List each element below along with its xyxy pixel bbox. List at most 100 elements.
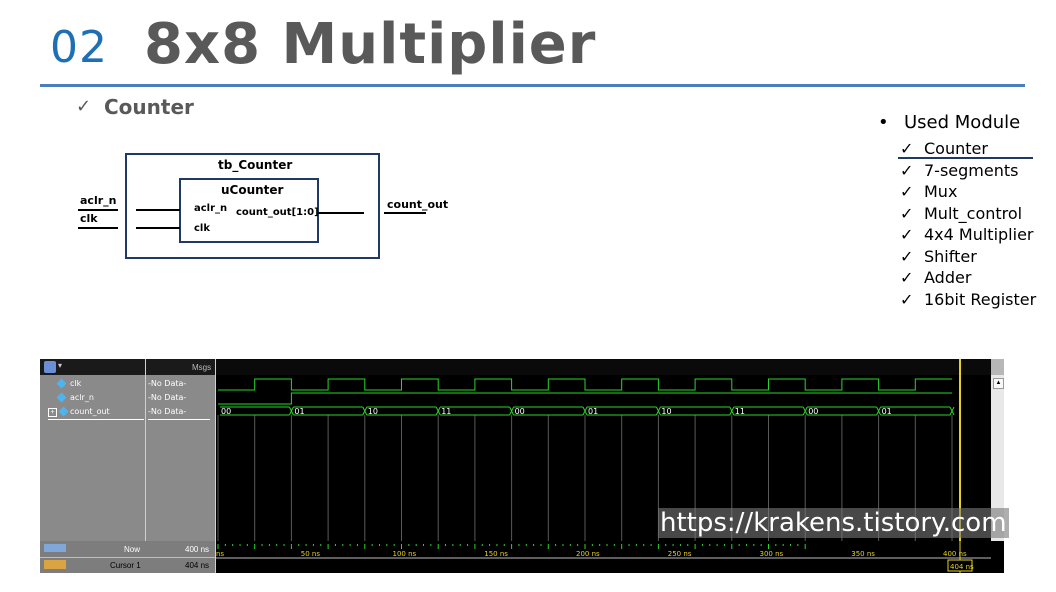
count-out-value: 01 [294,407,304,416]
check-icon: ✓ [900,204,914,223]
signal-value-count-out: -No Data- [148,407,187,416]
time-tick-label: 350 ns [851,550,875,558]
count-out-segment [880,406,955,416]
pane-divider[interactable] [145,359,146,573]
used-module-list: •Used Module ✓Counter ✓7-segments ✓Mux ✓… [878,112,1036,309]
module-item: ✓ Mult_control [900,204,1022,223]
expand-icon[interactable]: + [48,408,57,417]
time-tick-label: 250 ns [668,550,692,558]
cursor-value: 404 ns [185,561,210,570]
module-item: ✓ Shifter [900,247,977,266]
cursor-lock-icon[interactable] [44,560,66,569]
cursor-marker-label: 404 ns [950,563,974,571]
time-tick-label: 50 ns [301,550,321,558]
module-item-label: Adder [924,268,972,287]
input-port-clk: clk [80,212,98,225]
check-icon: ✓ [900,161,914,180]
count-out-value: 01 [588,407,598,416]
row-selection-line [48,419,144,420]
slide-title: 8x8 Multiplier [144,12,597,77]
time-tick-label: 200 ns [576,550,600,558]
count-out-segment [366,406,441,416]
row-selection-line [148,419,210,420]
cursor-marker-box [947,559,973,572]
module-item: ✓Adder [900,268,971,287]
count-out-value: 11 [735,407,745,416]
check-icon: ✓ [900,290,914,309]
used-module-heading: Used Module [904,112,1021,133]
time-start-label: ns [216,550,224,558]
zoom-icons[interactable] [44,544,66,552]
count-out-segment [733,406,808,416]
module-item: ✓Counter [900,139,988,158]
module-input-clk: clk [194,223,211,234]
count-out-segment [440,406,515,416]
cursor-track-background [216,557,1004,573]
cursor-label: Cursor 1 [110,561,141,570]
count-out-value: 00 [515,407,525,416]
count-out-value: 01 [882,407,892,416]
time-tick-label: 400 ns [943,550,967,558]
module-item-label: Mult_control [924,204,1023,223]
vertical-scrollbar[interactable] [991,375,1004,541]
count-out-segment [587,406,661,416]
clk-trace [218,378,952,391]
bullet-icon: • [878,112,889,133]
time-axis-background [216,541,1004,557]
title-divider [40,84,1025,87]
module-item-label: Counter [924,139,988,158]
count-out-value: 00 [808,407,818,416]
section-check-icon: ✓ [76,96,92,117]
wave-toolbar-icon[interactable] [44,361,56,373]
module-input-aclr-n: aclr_n [194,203,228,214]
now-value: 400 ns [185,545,210,554]
module-item-label: 4x4 Multiplier [924,225,1034,244]
output-port-count-out: count_out [387,198,449,211]
count-out-value: 00 [221,407,231,416]
count-out-segment [513,406,588,416]
wave-header-strip [216,359,991,375]
module-item-label: 16bit Register [924,290,1037,309]
msgs-column-header: Msgs [192,363,212,372]
signal-value-clk: -No Data- [148,379,187,388]
block-diagram-lines [78,153,426,259]
time-tick-label: 100 ns [393,550,417,558]
module-item: ✓Mux [900,182,957,201]
now-label: Now [124,545,141,554]
count-out-value: 10 [368,407,378,416]
signal-row-count-out[interactable]: count_out [70,407,110,416]
module-item: ✓ 16bit Register [900,290,1036,309]
signal-value-aclr-n: -No Data- [148,393,187,402]
check-icon: ✓ [900,247,914,266]
signal-row-aclr-n[interactable]: aclr_n [70,393,94,402]
watermark-url: https://krakens.tistory.com [658,508,1009,538]
module-label: uCounter [221,183,284,197]
section-heading: Counter [104,95,194,119]
waveform-window: ▾ Msgs clk -No Data- aclr_n -No Data- + … [40,359,1004,573]
scroll-up-icon[interactable]: ▲ [993,378,1004,389]
testbench-label: tb_Counter [218,158,293,172]
used-module-title: • Used Module [878,112,1020,133]
signal-row-clk[interactable]: clk [70,379,82,388]
count-out-segment [220,406,294,416]
count-out-value: 11 [441,407,451,416]
count-out-segment [660,406,735,416]
input-port-aclr-n: aclr_n [80,194,117,207]
count-out-segment [293,406,368,416]
module-item: ✓7-segments [900,161,1018,180]
module-item: ✓ 4x4 Multiplier [900,225,1034,244]
module-output-count: count_out[1:0] [236,207,319,218]
check-icon: ✓ [900,225,914,244]
count-out-segment [807,406,882,416]
pane-divider[interactable] [215,359,216,573]
check-icon: ✓ [900,182,914,201]
module-item-label: Shifter [924,247,977,266]
count-out-value: 10 [661,407,671,416]
aclr-n-trace [218,392,952,405]
status-divider [40,557,215,558]
highlight-underline [898,157,1033,159]
time-tick-label: 300 ns [760,550,784,558]
chevron-down-icon[interactable]: ▾ [58,361,63,370]
wave-header [40,359,215,375]
